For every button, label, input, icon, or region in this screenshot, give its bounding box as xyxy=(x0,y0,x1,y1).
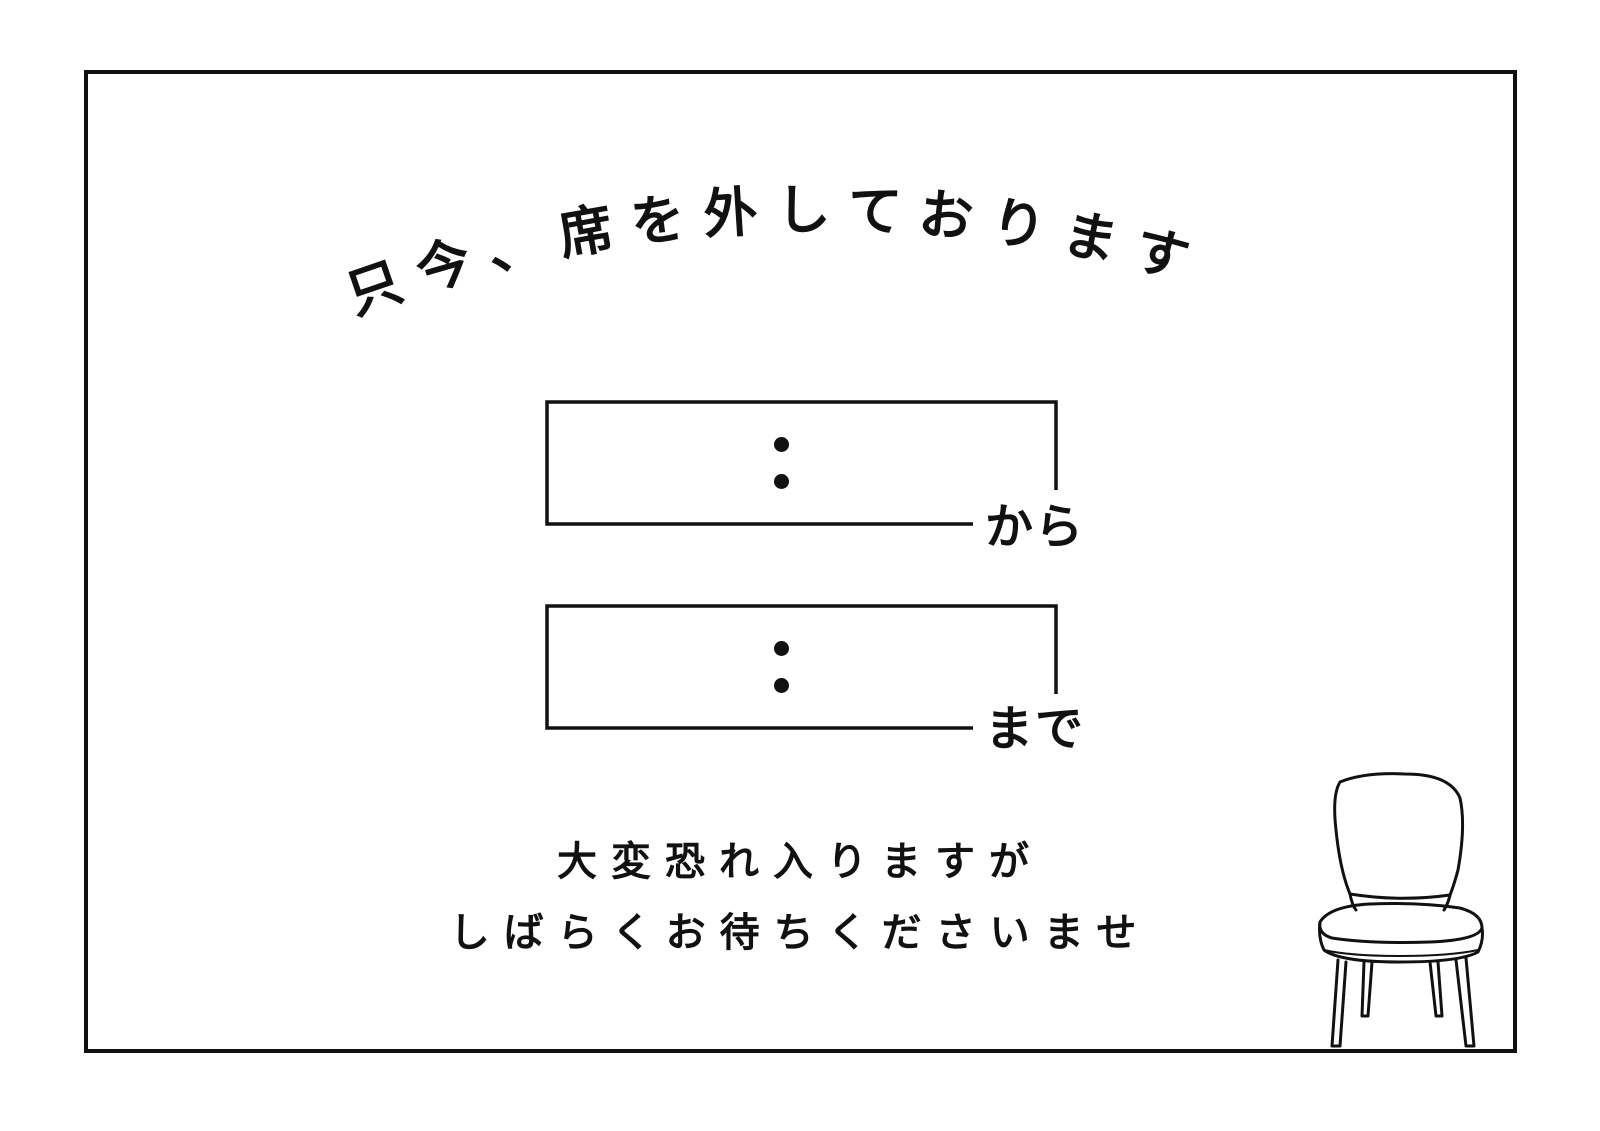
time-until-border xyxy=(545,604,1058,730)
time-from-suffix: から xyxy=(985,499,1086,555)
time-from-box xyxy=(545,400,1058,526)
chair-icon xyxy=(1318,772,1484,1048)
time-from-colon xyxy=(545,400,1058,526)
colon-dot-top xyxy=(774,437,789,452)
notice-frame xyxy=(84,70,1517,1053)
colon-dot-top xyxy=(774,641,789,656)
colon-dot-bottom xyxy=(774,678,789,693)
time-from-border xyxy=(545,400,1058,526)
message-line-2: しばらくお待ちくださいませ xyxy=(449,910,1151,956)
time-until-box xyxy=(545,604,1058,730)
page-title: 只今、席を外しております xyxy=(339,178,1213,327)
time-until-colon xyxy=(545,604,1058,730)
colon-dot-bottom xyxy=(774,474,789,489)
message-line-1: 大変恐れ入りますが xyxy=(557,839,1043,885)
time-until-suffix: まで xyxy=(985,701,1086,757)
